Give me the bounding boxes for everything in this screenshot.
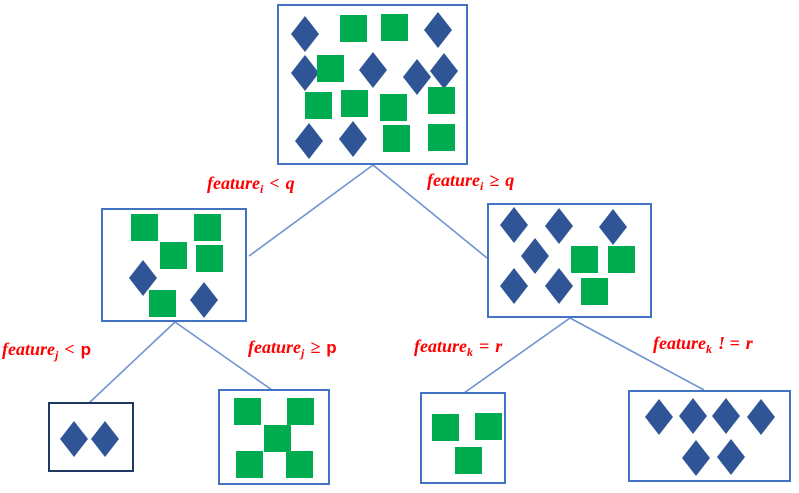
class-square-marker — [316, 54, 344, 82]
class-square-marker — [474, 412, 502, 440]
class-square-marker — [304, 91, 332, 119]
class-square-marker — [380, 13, 408, 41]
label-word: feature — [427, 170, 480, 190]
node-left-child — [101, 208, 247, 322]
label-word: feature — [653, 333, 706, 353]
label-subscript: j — [301, 346, 305, 360]
node-right-child — [487, 203, 652, 318]
class-diamond-marker — [682, 440, 710, 476]
class-diamond-marker — [190, 282, 218, 318]
label-value: p — [326, 338, 337, 357]
class-diamond-marker — [545, 268, 573, 304]
edge-label-feature-k-eq-r: featurek =r — [414, 336, 503, 359]
class-diamond-marker — [545, 208, 573, 244]
class-diamond-marker — [91, 421, 119, 457]
label-subscript: k — [467, 345, 473, 359]
edge-label-feature-j-lt-p: featurej < p — [2, 339, 91, 362]
class-diamond-marker — [599, 209, 627, 245]
edge-label-feature-j-ge-p: featurej ≥ p — [248, 337, 337, 360]
class-diamond-marker — [679, 398, 707, 434]
class-diamond-marker — [295, 123, 323, 159]
label-subscript: i — [480, 179, 484, 193]
node-root — [277, 4, 468, 165]
label-subscript: i — [260, 182, 264, 196]
label-value: p — [80, 340, 91, 359]
node-leaf-squares-three — [420, 392, 506, 484]
class-square-marker — [286, 397, 314, 425]
class-square-marker — [159, 241, 187, 269]
label-operator: < — [269, 173, 280, 193]
class-square-marker — [431, 413, 459, 441]
label-subscript: k — [706, 342, 712, 356]
class-square-marker — [285, 450, 313, 478]
class-square-marker — [148, 289, 176, 317]
node-leaf-diamonds — [48, 402, 134, 472]
label-value: r — [495, 336, 503, 356]
class-diamond-marker — [521, 238, 549, 274]
edge-label-feature-k-ne-r: featurek ! =r — [653, 333, 753, 356]
class-square-marker — [340, 89, 368, 117]
label-word: feature — [2, 339, 55, 359]
class-square-marker — [427, 86, 455, 114]
class-square-marker — [263, 424, 291, 452]
class-diamond-marker — [60, 421, 88, 457]
label-operator: < — [64, 339, 75, 359]
label-word: feature — [414, 336, 467, 356]
label-operator: ≥ — [489, 170, 500, 190]
edge-label-feature-i-lt-q: featurei <q — [207, 173, 295, 196]
class-diamond-marker — [747, 399, 775, 435]
class-square-marker — [454, 446, 482, 474]
class-diamond-marker — [717, 439, 745, 475]
class-diamond-marker — [500, 268, 528, 304]
class-diamond-marker — [424, 12, 452, 48]
class-diamond-marker — [359, 52, 387, 88]
class-square-marker — [379, 93, 407, 121]
class-square-marker — [193, 213, 221, 241]
class-diamond-marker — [291, 16, 319, 52]
class-diamond-marker — [500, 207, 528, 243]
class-diamond-marker — [291, 55, 319, 91]
label-operator: ≥ — [310, 337, 321, 357]
class-diamond-marker — [645, 399, 673, 435]
class-square-marker — [235, 450, 263, 478]
class-square-marker — [339, 14, 367, 42]
class-square-marker — [580, 277, 608, 305]
label-operator: = — [479, 336, 490, 356]
label-operator: ! = — [718, 333, 740, 353]
edge-label-feature-i-ge-q: featurei ≥q — [427, 170, 515, 193]
label-word: feature — [207, 173, 260, 193]
class-diamond-marker — [430, 53, 458, 89]
node-leaf-squares-five — [218, 389, 330, 485]
label-value: r — [745, 333, 753, 353]
connector-line — [88, 321, 176, 404]
label-value: q — [505, 170, 515, 190]
class-square-marker — [233, 397, 261, 425]
class-square-marker — [570, 245, 598, 273]
label-word: feature — [248, 337, 301, 357]
node-leaf-diamonds-six — [628, 390, 791, 482]
class-square-marker — [427, 123, 455, 151]
class-diamond-marker — [712, 398, 740, 434]
class-diamond-marker — [339, 121, 367, 157]
class-square-marker — [607, 245, 635, 273]
class-square-marker — [195, 244, 223, 272]
class-square-marker — [130, 213, 158, 241]
label-subscript: j — [55, 348, 59, 362]
label-value: q — [285, 173, 295, 193]
class-square-marker — [382, 124, 410, 152]
